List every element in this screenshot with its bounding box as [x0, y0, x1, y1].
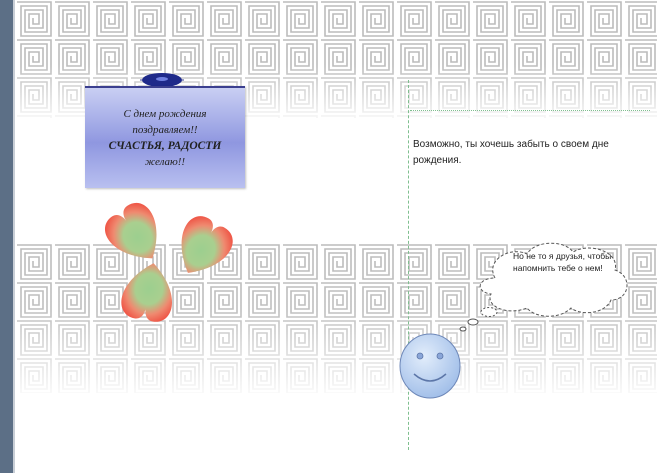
- fold-line-vertical: [408, 80, 409, 450]
- banner-line-2: поздравляем!!: [132, 124, 198, 136]
- heart-icon: [105, 202, 157, 259]
- banner-knot-icon: [140, 73, 184, 87]
- hearts-group: [105, 202, 233, 322]
- banner-line-3: СЧАСТЬЯ, РАДОСТИ: [108, 140, 222, 152]
- heart-icon: [181, 216, 233, 273]
- greeting-banner: С днем рождения поздравляем!! СЧАСТЬЯ, Р…: [85, 86, 245, 188]
- card-message: Возможно, ты хочешь забыть о своем дне р…: [413, 139, 609, 166]
- banner-line-4: желаю!!: [144, 156, 186, 168]
- banner-line-1: С днем рождения: [123, 108, 207, 120]
- heart-icon: [121, 263, 172, 322]
- thought-cloud-icon: [459, 242, 628, 332]
- left-edge-bar: [0, 0, 13, 473]
- thought-message: Но не то я друзья, чтобы напомнить тебе …: [513, 251, 612, 273]
- fold-line-horizontal: [410, 110, 650, 111]
- smiley-icon: [399, 333, 461, 399]
- left-edge-highlight: [13, 0, 15, 473]
